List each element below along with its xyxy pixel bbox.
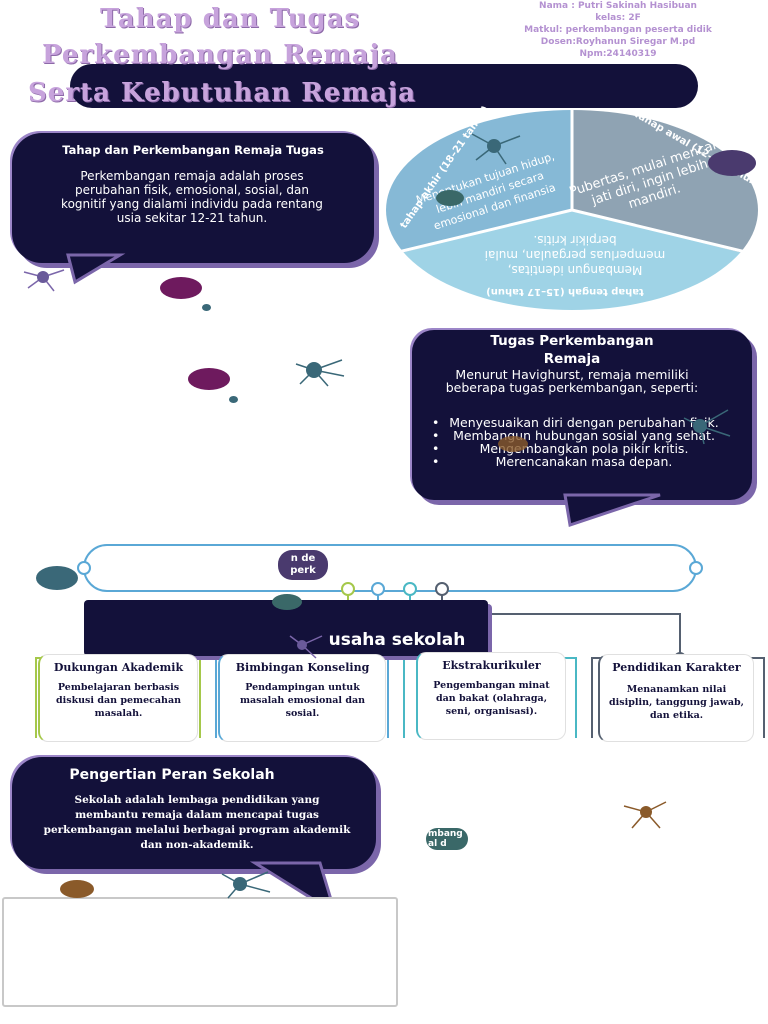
tasks-bubble-tail [563, 493, 661, 527]
student-name: Nama : Putri Sakinah Hasibuan [539, 1, 697, 11]
program-top-fragment: n de perk [278, 550, 328, 580]
card-title: Ekstrakurikuler [442, 659, 541, 672]
task-item: Menyesuaikan diri dengan perubahan fisik… [412, 416, 722, 429]
decor-dot [229, 396, 238, 403]
lecturer-name: Dosen:Royhanun Siregar M.pd [540, 37, 696, 47]
card-body: Pembelajaran berbasis diskusi dan pemeca… [55, 682, 182, 719]
decor-dot [202, 304, 211, 311]
program-heading: usaha sekolah [328, 630, 466, 650]
molecule-icon [23, 269, 65, 292]
molecule-icon [295, 359, 345, 387]
pie-text-middle: Membangun identitas, memperluas pergaula… [484, 233, 666, 277]
stages-body: Perkembangan remaja adalah proses peruba… [61, 169, 323, 225]
decor-dot [188, 368, 230, 390]
tasks-list: Menyesuaikan diri dengan perubahan fisik… [412, 416, 722, 468]
pie-label-middle: tahap tengah (15–17 tahun) [486, 286, 644, 297]
tasks-intro: Menurut Havighurst, remaja memiliki bebe… [445, 367, 699, 395]
page-title-line-3: Serta Kebutuhan Remaja [28, 78, 416, 108]
molecule-icon [623, 801, 667, 829]
task-item: Merencanakan masa depan. [412, 455, 722, 468]
stages-bubble-tail [66, 253, 126, 285]
decor-dot [708, 150, 756, 176]
card-title: Dukungan Akademik [53, 661, 184, 674]
decor-dot [60, 880, 94, 898]
role-body: Sekolah adalah lembaga pendidikan yang m… [43, 794, 351, 851]
molecule-icon [221, 871, 271, 899]
empty-frame [2, 897, 398, 1007]
title-banner [70, 64, 698, 108]
molecule-icon [471, 133, 521, 165]
decor-dot [436, 190, 464, 206]
molecule-icon [683, 409, 731, 445]
page-title-line-2: Perkembangan Remaja [42, 40, 398, 70]
tasks-heading: Tugas Perkembangan Remaja [490, 333, 654, 367]
card-character-education: Pendidikan Karakter Menanamkan nilai dis… [598, 654, 754, 742]
card-title: Pendidikan Karakter [612, 661, 741, 674]
decor-dot [160, 277, 202, 299]
stages-pie-chart [386, 110, 758, 310]
student-npm: Npm:24140319 [579, 49, 657, 59]
role-heading: Pengertian Peran Sekolah [69, 767, 275, 783]
course-name: Matkul: perkembangan peserta didik [524, 25, 712, 35]
decor-dot [36, 566, 78, 590]
task-item: Mengembangkan pola pikir kritis. [412, 442, 722, 455]
student-class: kelas: 2F [595, 13, 641, 23]
card-title: Bimbingan Konseling [235, 661, 370, 674]
stages-heading: Tahap dan Perkembangan Remaja Tugas [62, 143, 324, 157]
student-info: Nama : Putri Sakinah Hasibuan kelas: 2F … [488, 0, 748, 60]
card-body: Pendampingan untuk masalah emosional dan… [239, 682, 366, 719]
stages-box: Tahap dan Perkembangan Remaja Tugas Perk… [12, 133, 374, 263]
role-side-fragment: mbang al d [426, 828, 468, 850]
card-extracurricular: Ekstrakurikuler Pengembangan minat dan b… [416, 652, 566, 740]
card-academic-support: Dukungan Akademik Pembelajaran berbasis … [38, 654, 198, 742]
card-body: Menanamkan nilai disiplin, tanggung jawa… [609, 684, 744, 721]
card-counseling: Bimbingan Konseling Pendampingan untuk m… [218, 654, 386, 742]
decor-dot [498, 436, 528, 452]
tasks-box: Tugas Perkembangan Remaja Menurut Havigh… [412, 330, 752, 500]
page-title-line-1: Tahap dan Tugas [100, 4, 361, 34]
pie-wedge-middle [386, 210, 758, 310]
card-body: Pengembangan minat dan bakat (olahraga, … [433, 680, 550, 717]
decor-dot [272, 594, 302, 610]
role-box: Pengertian Peran Sekolah Sekolah adalah … [12, 757, 376, 869]
molecule-icon [289, 635, 323, 659]
